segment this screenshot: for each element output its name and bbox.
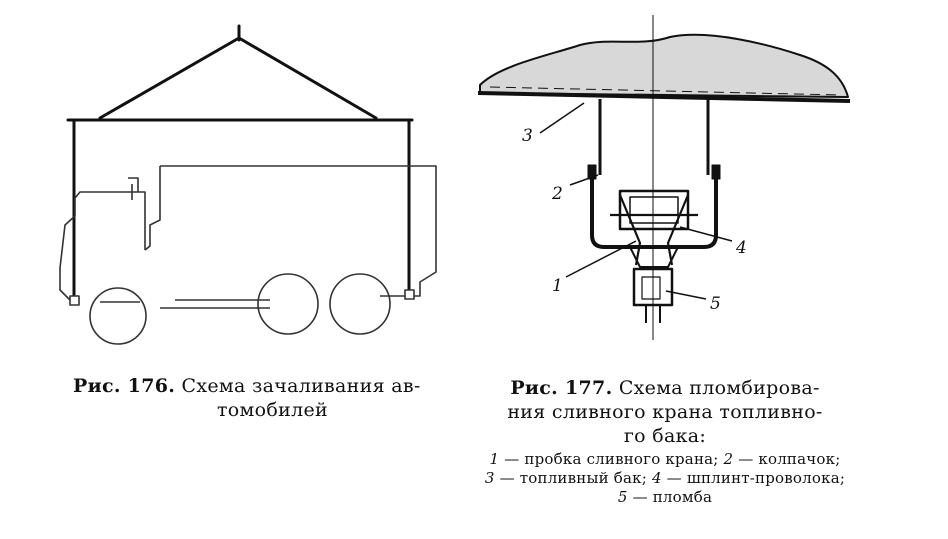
callout-4: 4: [735, 238, 747, 258]
figure-177-number: Рис. 177.: [510, 377, 613, 399]
callout-5: 5: [710, 294, 721, 314]
figure-177-legend: 1 — пробка сливного крана; 2 — колпачок;…: [484, 450, 846, 507]
cap: [590, 165, 718, 249]
figure-176-caption-line2: томобилей: [217, 399, 328, 421]
figure-177-caption-line2: ния сливного крана топливно-: [507, 401, 823, 423]
legend-item: 4 — шплинт-проволока;: [651, 469, 846, 487]
figure-177-caption: Рис. 177. Схема пломбирова- ния сливного…: [484, 376, 846, 448]
legend-item: 3 — топливный бак;: [484, 469, 647, 487]
sling-rope-right: [237, 36, 378, 120]
legend-item: 5 — пломба: [617, 488, 713, 506]
truck-cab: [59, 191, 146, 301]
legend-item: 2 — колпачок;: [723, 450, 841, 468]
truck-chassis: [100, 299, 270, 309]
drain-valve-sealing-diagram: 3 2 4 1 5: [477, 15, 851, 340]
sling-rope-left: [98, 36, 241, 120]
figure-176-caption-line1: Схема зачаливания ав-: [181, 375, 421, 397]
callout-2: 2: [551, 184, 563, 204]
callout-3: 3: [522, 126, 533, 146]
truck-slinging-diagram: [59, 24, 437, 345]
figure-176-caption: Рис. 176. Схема зачаливания ав- томобиле…: [73, 374, 453, 422]
legend-item: 1 — пробка сливного крана;: [489, 450, 719, 468]
figure-176-number: Рис. 176.: [73, 375, 176, 397]
rear-wheel-1: [257, 273, 319, 335]
drain-plug: [629, 246, 679, 268]
front-wheel: [89, 287, 147, 345]
seal: [632, 267, 674, 307]
rear-wheel-2: [329, 273, 391, 335]
sealing-wire: [610, 194, 698, 266]
callout-1: 1: [552, 276, 563, 296]
figure-177-caption-line1: Схема пломбирова-: [618, 377, 820, 399]
figure-177-caption-line3: го бака:: [623, 425, 707, 447]
fuel-tank: [479, 33, 849, 98]
